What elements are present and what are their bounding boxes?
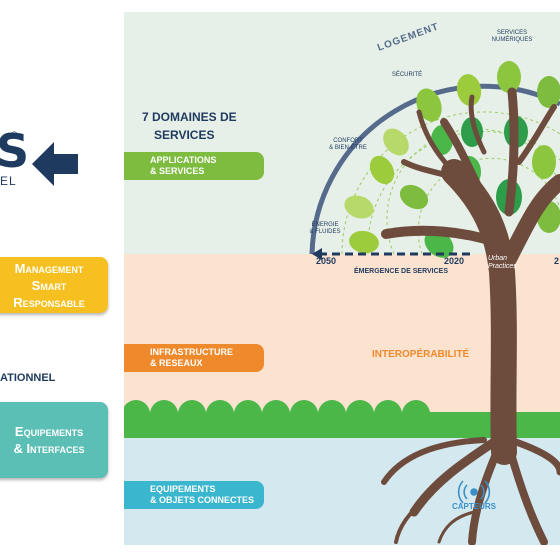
applications-line-1: APPLICATIONS [150, 155, 217, 165]
domain-energie: ÉNERGIE & FLUIDES [302, 222, 348, 236]
logo-letter: S [0, 124, 30, 178]
urban-practices-line-2: Practices [488, 263, 517, 270]
year-partial: 2 [554, 256, 560, 266]
equipements-box: Equipements & Interfaces [0, 402, 108, 478]
equipements-line-1: Equipements [14, 424, 84, 439]
applications-services-label: APPLICATIONS & SERVICES [124, 152, 264, 180]
year-2050: 2050 [316, 256, 337, 266]
emergence-label: ÉMERGENCE DE SERVICES [354, 268, 449, 275]
equipements-line-2: & OBJETS CONNECTES [150, 495, 255, 505]
domain-services-numeriques: SERVICES NUMÉRIQUES [482, 30, 542, 44]
equipements-line-1: EQUIPEMENTS [150, 484, 216, 494]
diagram-title: 7 DOMAINES DE SERVICES [142, 108, 237, 144]
domain-services-numeriques-line-1: SERVICES [496, 30, 528, 36]
infrastructure-line-2: & RESEAUX [150, 358, 203, 368]
logo-subtitle: EL [0, 174, 17, 188]
capteurs: CAPTEURS [444, 482, 504, 511]
management-line-2: Smart [31, 277, 67, 293]
logo-registered-mark: ® [11, 130, 18, 140]
brand-logo: S ® EL [0, 128, 29, 188]
year-2020: 2020 [444, 256, 465, 266]
capteurs-label: CAPTEURS [451, 502, 496, 511]
domain-services-numeriques-line-2: NUMÉRIQUES [491, 37, 533, 43]
equipements-objets-label: EQUIPEMENTS & OBJETS CONNECTES [124, 481, 264, 509]
domain-confort-line-1: CONFORT [333, 138, 363, 144]
domain-energie-line-1: ÉNERGIE [311, 222, 339, 228]
urban-practices-line-1: Urban [488, 255, 508, 262]
equipements-line-2: & Interfaces [13, 441, 85, 456]
infrastructure-band [124, 254, 560, 414]
interoperabilite-label: INTEROPÉRABILITÉ [372, 349, 470, 360]
domain-securite: SÉCURITÉ [391, 72, 423, 78]
applications-line-2: & SERVICES [150, 166, 205, 176]
management-line-3: Responsable [13, 294, 85, 310]
domain-energie-line-2: & FLUIDES [309, 229, 341, 235]
infrastructure-reseaux-label: INFRASTRUCTURE & RESEAUX [124, 344, 264, 372]
domain-confort: CONFORT & BIEN-ÊTRE [320, 138, 376, 152]
management-line-1: Management [14, 260, 84, 276]
diagram-title-line-1: 7 DOMAINES DE [142, 110, 237, 124]
smart-building-diagram: LOGEMENT SERVICES NUMÉRIQUES SÉCURITÉ CO… [124, 12, 560, 545]
diagram-title-line-2: SERVICES [154, 128, 215, 142]
urban-practices-logo: Urban Practices [488, 255, 517, 271]
management-box: Management Smart Responsable [0, 257, 108, 313]
infrastructure-line-1: INFRASTRUCTURE [150, 347, 233, 357]
organisation-label: ATIONNEL [0, 372, 56, 384]
domain-confort-line-2: & BIEN-ÊTRE [329, 145, 367, 151]
tree-illustration [124, 61, 560, 545]
arrow-left-icon [32, 142, 78, 186]
